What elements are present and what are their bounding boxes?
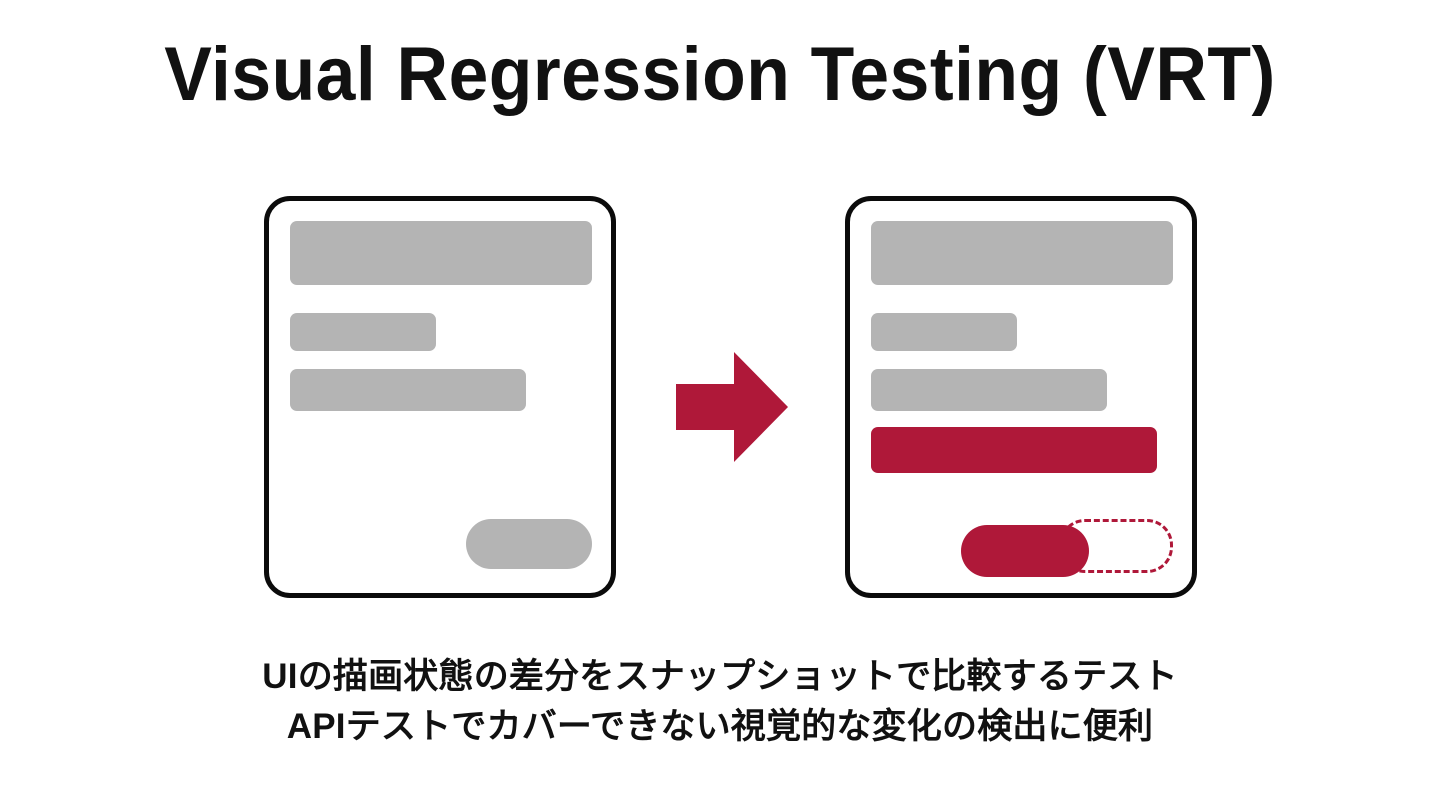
hero-placeholder-block bbox=[871, 221, 1173, 285]
caption-line-1: UIの描画状態の差分をスナップショットで比較するテスト bbox=[262, 657, 1178, 696]
action-button-moved bbox=[961, 525, 1089, 577]
action-button-placeholder bbox=[466, 519, 592, 569]
page-title: Visual Regression Testing (VRT) bbox=[164, 32, 1276, 117]
caption-line-2: APIテストでカバーできない視覚的な変化の検出に便利 bbox=[286, 706, 1154, 746]
baseline-card-content bbox=[269, 201, 611, 593]
text-placeholder-block-medium bbox=[871, 369, 1107, 411]
baseline-screenshot-card bbox=[264, 196, 616, 598]
arrow-right-icon bbox=[676, 352, 788, 462]
current-card-content bbox=[850, 201, 1192, 593]
text-placeholder-block-short bbox=[871, 313, 1017, 351]
caption-block: UIの描画状態の差分をスナップショットで比較するテスト APIテストでカバーでき… bbox=[0, 652, 1440, 751]
text-placeholder-block-medium bbox=[290, 369, 526, 411]
current-screenshot-card bbox=[845, 196, 1197, 598]
added-element-block bbox=[871, 427, 1157, 473]
text-placeholder-block-short bbox=[290, 313, 436, 351]
hero-placeholder-block bbox=[290, 221, 592, 285]
